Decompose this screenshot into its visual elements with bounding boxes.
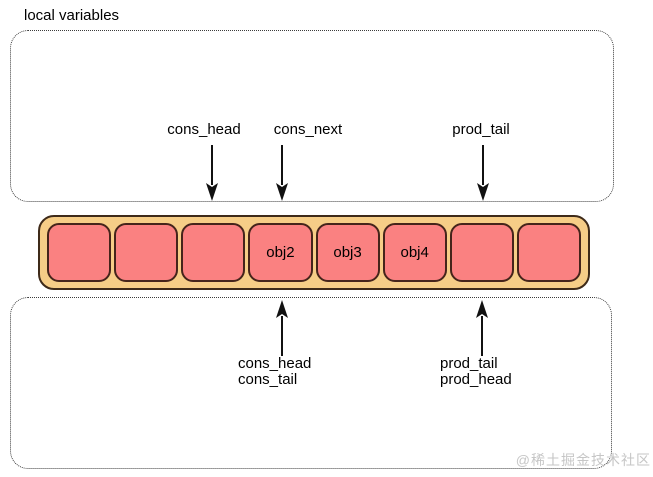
buffer-cell: [181, 223, 246, 282]
buffer-cell: [47, 223, 112, 282]
buffer-cell: [516, 223, 581, 282]
arrow-down-icon: [276, 145, 288, 201]
arrow-down-icon: [206, 145, 218, 201]
cons-head-top-label: cons_head: [167, 121, 241, 138]
arrow-down-icon: [477, 145, 489, 201]
prod-head-bottom-label: prod_head: [440, 371, 512, 388]
cons-pointer-labels: cons_head cons_tail: [238, 356, 311, 388]
cons-tail-bottom-label: cons_tail: [238, 371, 298, 388]
cons-next-top-label: cons_next: [273, 121, 343, 138]
watermark: @稀土掘金技术社区: [515, 452, 651, 468]
bottom-pointers-box: [10, 297, 612, 469]
prod-tail-top-label: prod_tail: [452, 121, 510, 138]
buffer-cell-obj2: obj2: [248, 223, 313, 282]
ring-buffer-container: obj2 obj3 obj4: [38, 215, 590, 290]
prod-tail-bottom-label: prod_tail: [440, 355, 498, 372]
prod-pointer-labels: prod_tail prod_head: [440, 356, 512, 388]
buffer-cell-obj4: obj4: [382, 223, 447, 282]
page-title: local variables: [24, 7, 120, 24]
buffer-cell: [449, 223, 514, 282]
buffer-cell-obj3: obj3: [315, 223, 380, 282]
buffer-cell: [114, 223, 179, 282]
arrow-up-icon: [476, 300, 488, 356]
local-variables-box: [10, 30, 614, 202]
arrow-up-icon: [276, 300, 288, 356]
cons-head-bottom-label: cons_head: [238, 355, 312, 372]
